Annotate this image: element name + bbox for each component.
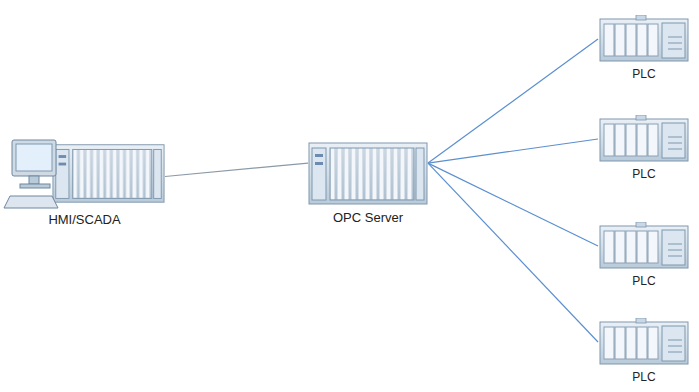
device-label: PLC — [598, 167, 690, 181]
plc-unit: PLC — [598, 222, 690, 288]
device-label: PLC — [598, 274, 690, 288]
plc-unit: PLC — [598, 318, 690, 384]
network-link — [428, 39, 598, 163]
hmi-scada-station: HMI/SCADA — [4, 138, 165, 227]
device-label: HMI/SCADA — [4, 212, 165, 227]
opc-server: OPC Server — [308, 140, 428, 225]
device-label: PLC — [598, 67, 690, 81]
device-label: OPC Server — [308, 210, 428, 225]
network-link — [428, 163, 598, 342]
device-label: PLC — [598, 370, 690, 384]
plc-unit: PLC — [598, 15, 690, 81]
network-link — [165, 163, 308, 176]
plc-unit: PLC — [598, 115, 690, 181]
network-link — [428, 139, 598, 163]
network-link — [428, 163, 598, 246]
